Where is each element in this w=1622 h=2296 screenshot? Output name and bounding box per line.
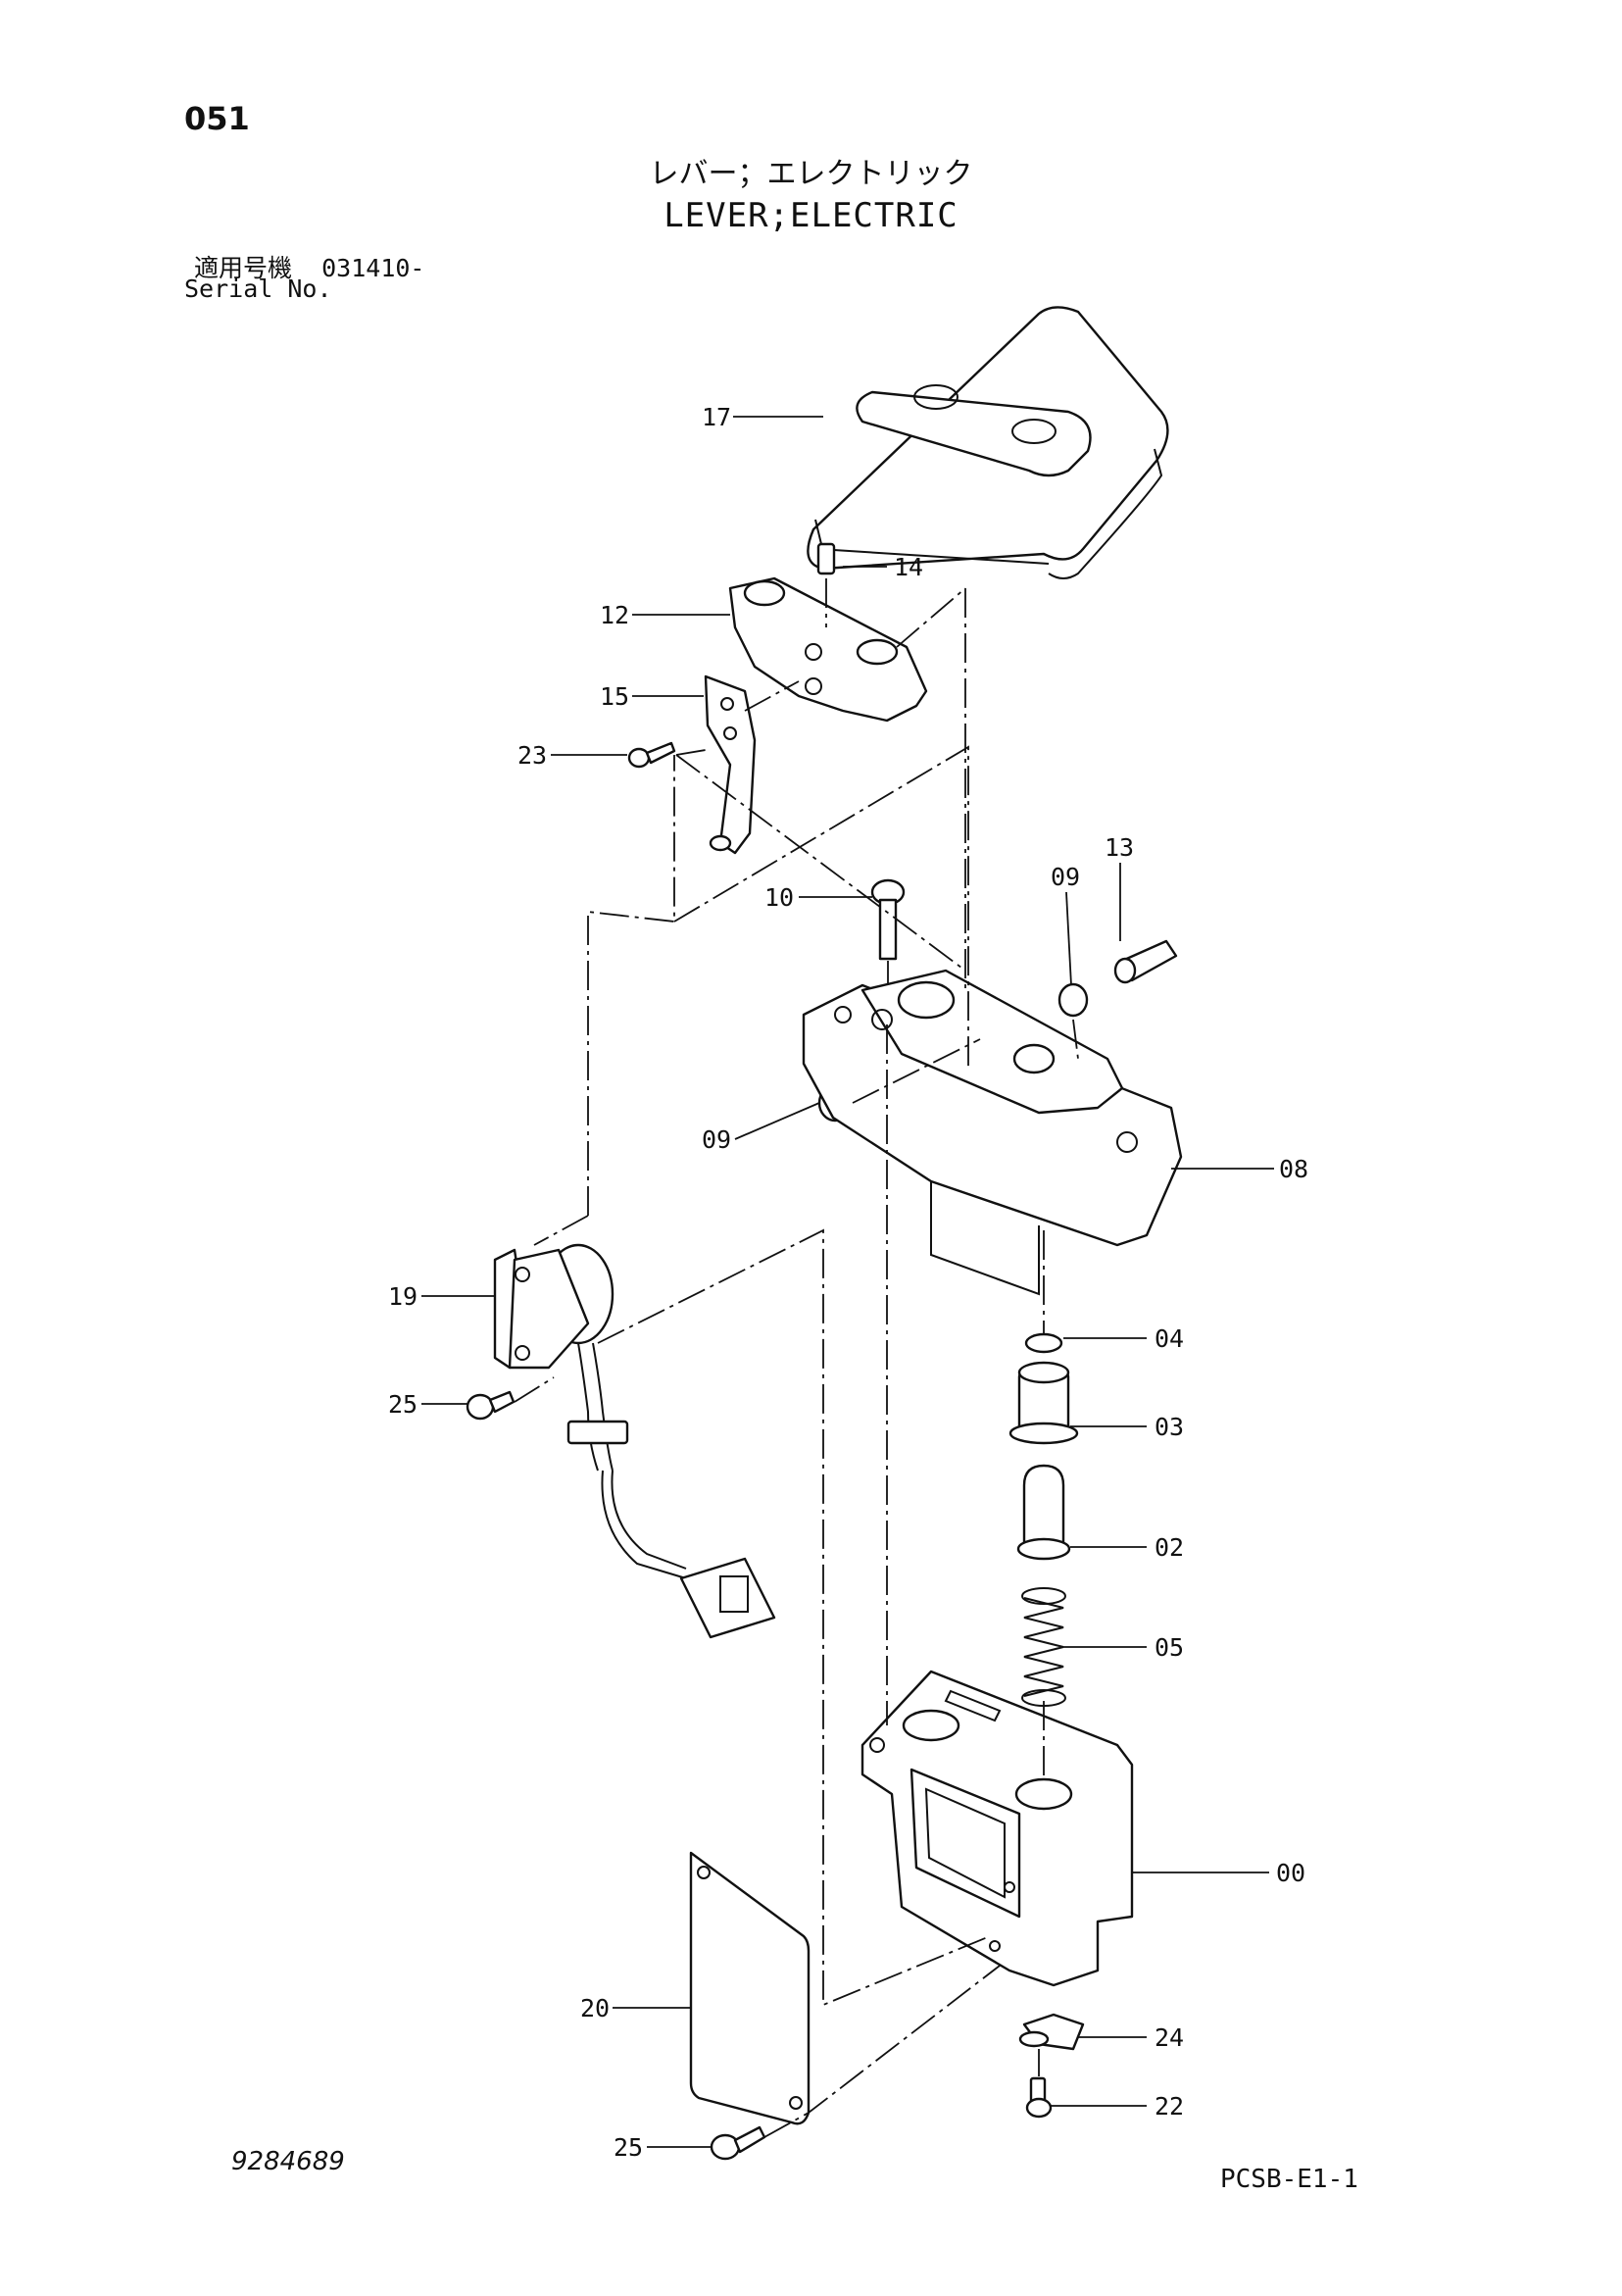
callout-15: 15 [600, 682, 629, 711]
callout-04: 04 [1155, 1324, 1184, 1353]
callout-13: 13 [1105, 833, 1134, 862]
callout-14: 14 [894, 553, 923, 581]
callout-19: 19 [388, 1282, 418, 1311]
part-05-spring [1021, 1587, 1066, 1707]
part-25-screw-lower [710, 2125, 766, 2161]
applicable-label: 適用号機 [194, 254, 293, 282]
callout-20: 20 [580, 1994, 610, 2022]
part-22-screw [1025, 2076, 1053, 2119]
callout-22: 22 [1155, 2092, 1184, 2121]
title-english: LEVER;ELECTRIC [664, 196, 958, 235]
part-03-guide [1008, 1361, 1079, 1445]
part-14-set-screw [816, 542, 836, 627]
applicable-serial: 031410- [321, 254, 425, 282]
callout-25-upper: 25 [388, 1390, 418, 1419]
part-02-pusher [1016, 1464, 1071, 1561]
assembly-centerlines [514, 587, 1079, 2138]
part-19-sensor [493, 1243, 776, 1639]
callout-09-upper: 09 [1051, 863, 1080, 891]
sheet-code: PCSB-E1-1 [1220, 2165, 1358, 2194]
callout-17: 17 [702, 403, 731, 431]
callout-03: 03 [1155, 1413, 1184, 1441]
leader-lines [421, 416, 1274, 2148]
applicable-serial-line: 適用号機 031410- [194, 249, 424, 284]
part-24-clip [1018, 2013, 1085, 2051]
callout-09-lower: 09 [702, 1125, 731, 1154]
drawing-number: 9284689 [231, 2147, 345, 2176]
part-04-o-ring [1024, 1332, 1063, 1354]
part-25-screw-upper [466, 1390, 516, 1421]
callout-25-lower: 25 [614, 2133, 643, 2162]
part-13-pin [1113, 939, 1178, 984]
callout-24: 24 [1155, 2023, 1184, 2052]
part-12-holder [728, 576, 928, 723]
callout-12: 12 [600, 601, 629, 629]
part-20-cover-plate [689, 1851, 811, 2125]
callout-05: 05 [1155, 1633, 1184, 1662]
callout-23: 23 [517, 741, 547, 770]
part-09-bushing-upper [1057, 982, 1089, 1018]
serial-label: Serial No. [184, 275, 332, 303]
page-number: 051 [184, 100, 250, 137]
part-08-upper-plate [802, 969, 1183, 1296]
callout-08: 08 [1279, 1155, 1308, 1183]
part-23-screw [627, 741, 676, 769]
title-japanese: レバー；エレクトリック [649, 157, 973, 191]
callout-labels: 17 14 12 15 23 13 09 10 09 08 19 04 25 0… [388, 403, 1308, 2162]
part-15-plate [704, 674, 757, 855]
part-17-rubber-boot [807, 306, 1169, 579]
part-00-housing [860, 1670, 1134, 1987]
callout-00: 00 [1276, 1859, 1305, 1887]
callout-02: 02 [1155, 1533, 1184, 1562]
callout-10: 10 [764, 883, 794, 912]
